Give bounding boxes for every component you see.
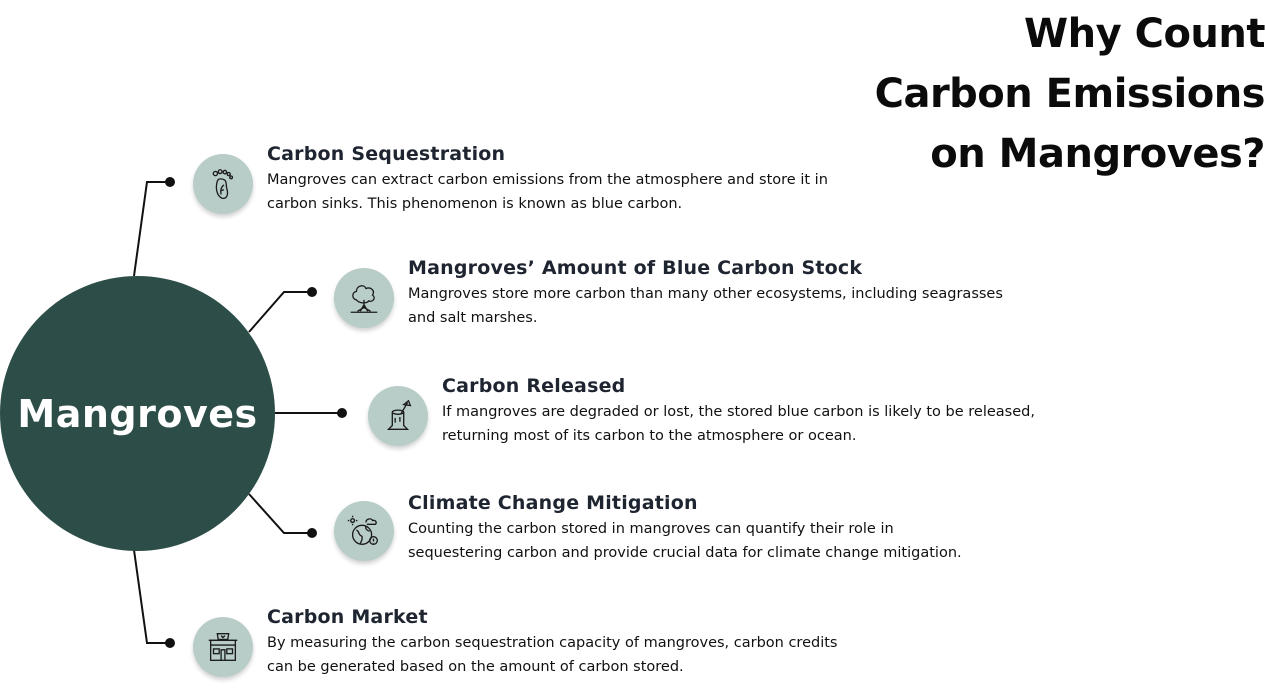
mangroves-hub: Mangroves	[0, 276, 275, 551]
mangrove-tree-icon	[334, 268, 394, 328]
page-title: Why Count Carbon Emissions on Mangroves?	[845, 4, 1265, 184]
item-description: Counting the carbon stored in mangroves …	[408, 521, 962, 561]
connector-2	[248, 291, 312, 333]
item-heading: Climate Change Mitigation	[408, 492, 698, 514]
connector-5	[133, 549, 170, 644]
market-storefront-icon	[193, 617, 253, 677]
connector-dot-5	[165, 638, 175, 648]
item-heading: Mangroves’ Amount of Blue Carbon Stock	[408, 257, 863, 279]
connector-dot-4	[307, 528, 317, 538]
title-line-1: Why Count	[1023, 11, 1265, 57]
item-carbon-market: Carbon Market By measuring the carbon se…	[267, 606, 867, 679]
connector-1	[133, 181, 170, 277]
connector-dot-3	[337, 408, 347, 418]
footprint-leaf-icon	[193, 154, 253, 214]
tree-stump-axe-icon	[368, 386, 428, 446]
item-heading: Carbon Sequestration	[267, 143, 506, 165]
item-carbon-sequestration: Carbon Sequestration Mangroves can extra…	[267, 143, 867, 216]
connector-dot-1	[165, 177, 175, 187]
item-climate-change-mitigation: Climate Change Mitigation Counting the c…	[408, 492, 978, 565]
item-heading: Carbon Released	[442, 375, 626, 397]
connector-4	[248, 493, 312, 534]
item-heading: Carbon Market	[267, 606, 428, 628]
item-blue-carbon-stock: Mangroves’ Amount of Blue Carbon Stock M…	[408, 257, 1008, 330]
title-line-3: on Mangroves?	[930, 131, 1265, 177]
item-carbon-released: Carbon Released If mangroves are degrade…	[442, 375, 1042, 448]
item-description: Mangroves can extract carbon emissions f…	[267, 172, 828, 212]
item-description: If mangroves are degraded or lost, the s…	[442, 404, 1035, 444]
globe-climate-icon	[334, 501, 394, 561]
connector-dot-2	[307, 287, 317, 297]
title-line-2: Carbon Emissions	[874, 71, 1265, 117]
hub-label: Mangroves	[17, 391, 258, 436]
item-description: By measuring the carbon sequestration ca…	[267, 635, 838, 675]
item-description: Mangroves store more carbon than many ot…	[408, 286, 1003, 326]
